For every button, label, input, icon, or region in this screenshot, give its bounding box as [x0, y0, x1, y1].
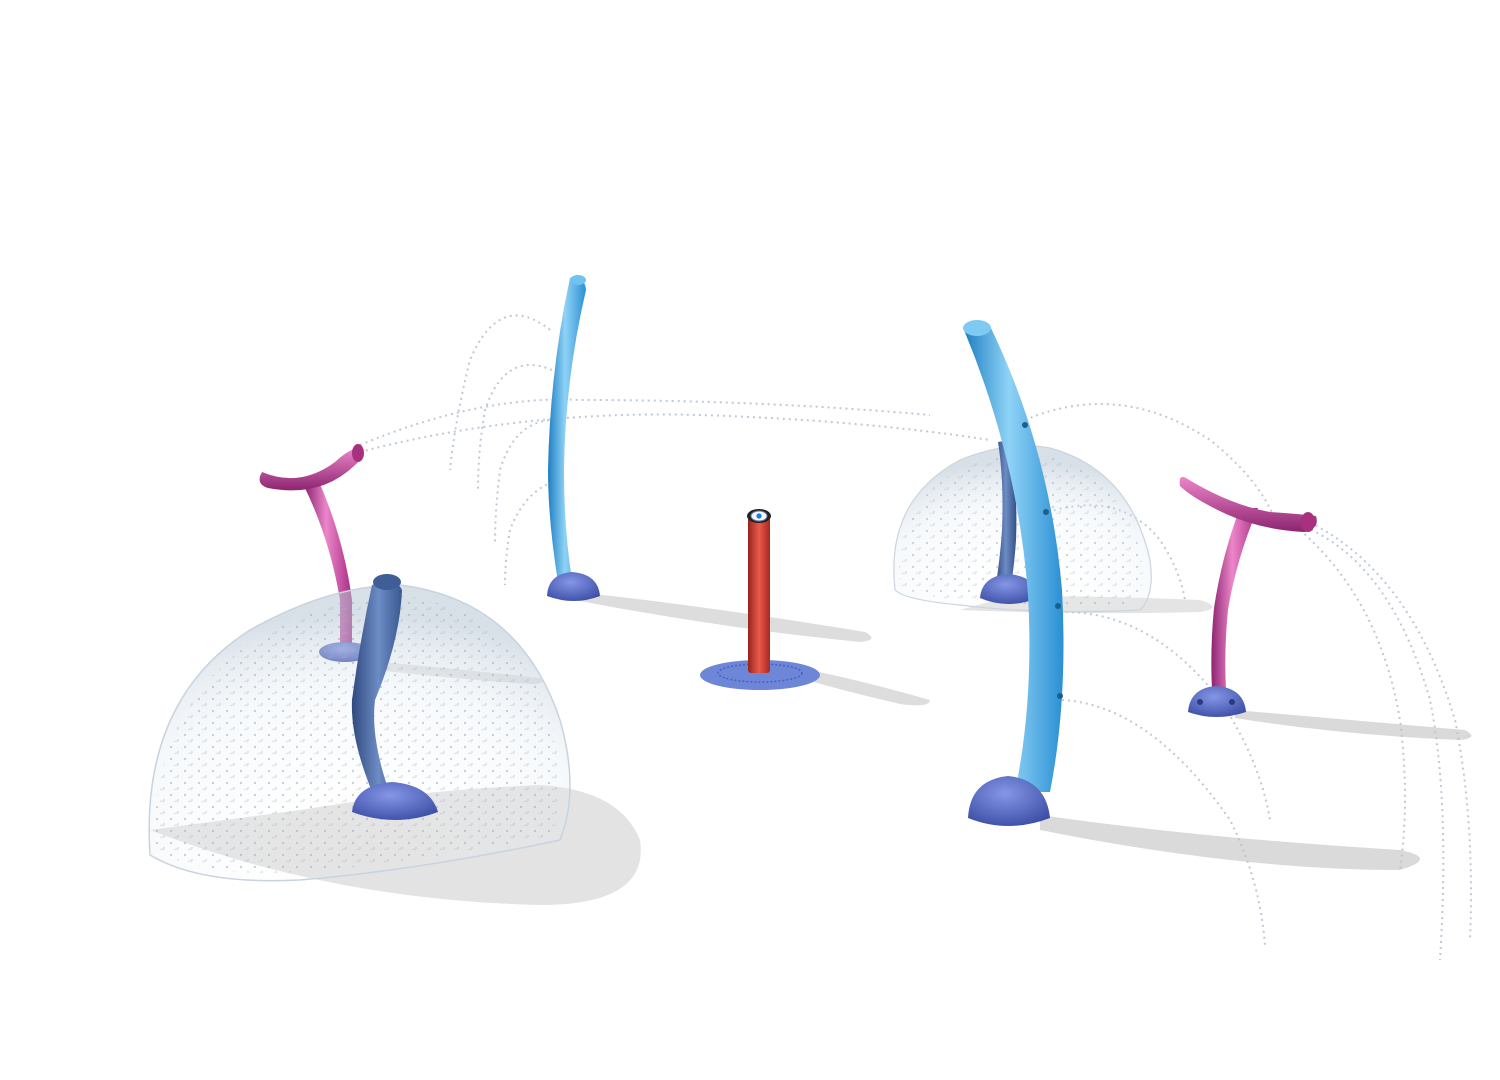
tee-right-stem: [1211, 508, 1258, 690]
tee-right-base: [1188, 686, 1246, 717]
shadow-tee-right: [1235, 710, 1472, 740]
dome-left-base: [352, 782, 438, 820]
arc-front-nozzle-3: [1055, 603, 1061, 609]
activator-mat: [700, 660, 820, 690]
dome-right-base: [980, 574, 1038, 604]
arc-front-nozzle-2: [1043, 509, 1049, 515]
arc-front-top: [963, 320, 991, 336]
shadow-arc-front: [1040, 815, 1420, 870]
activator-post: [748, 517, 770, 673]
red-activator-post: [700, 509, 820, 690]
tee-right-nozzle: [1301, 512, 1315, 532]
arc-back-base: [547, 572, 600, 601]
tee-left-nozzle: [352, 444, 364, 462]
arc-back-tube: [548, 277, 586, 582]
shadow-arc-back: [575, 592, 872, 642]
tee-right-base-nozzle-2: [1229, 699, 1235, 705]
arc-back-top: [570, 275, 586, 285]
tee-left-arm: [259, 448, 362, 491]
dome-left-cap: [373, 574, 401, 590]
arc-front-base: [968, 776, 1050, 826]
arc-front-nozzle-4: [1057, 693, 1063, 699]
activator-button-dot: [756, 513, 762, 519]
arc-tube-front: [963, 320, 1064, 826]
water-arcs-back: [359, 314, 991, 586]
dome-left-stem: [351, 581, 405, 810]
dome-sprayer-left: [148, 574, 571, 882]
tee-sprayer-right: [1179, 477, 1317, 717]
shadow-red-post: [800, 668, 930, 706]
tee-right-arm: [1179, 477, 1317, 532]
tee-right-base-nozzle-1: [1197, 699, 1203, 705]
arc-front-nozzle-1: [1022, 422, 1028, 428]
arc-front-tube: [964, 323, 1064, 792]
arc-tube-back: [547, 275, 600, 601]
